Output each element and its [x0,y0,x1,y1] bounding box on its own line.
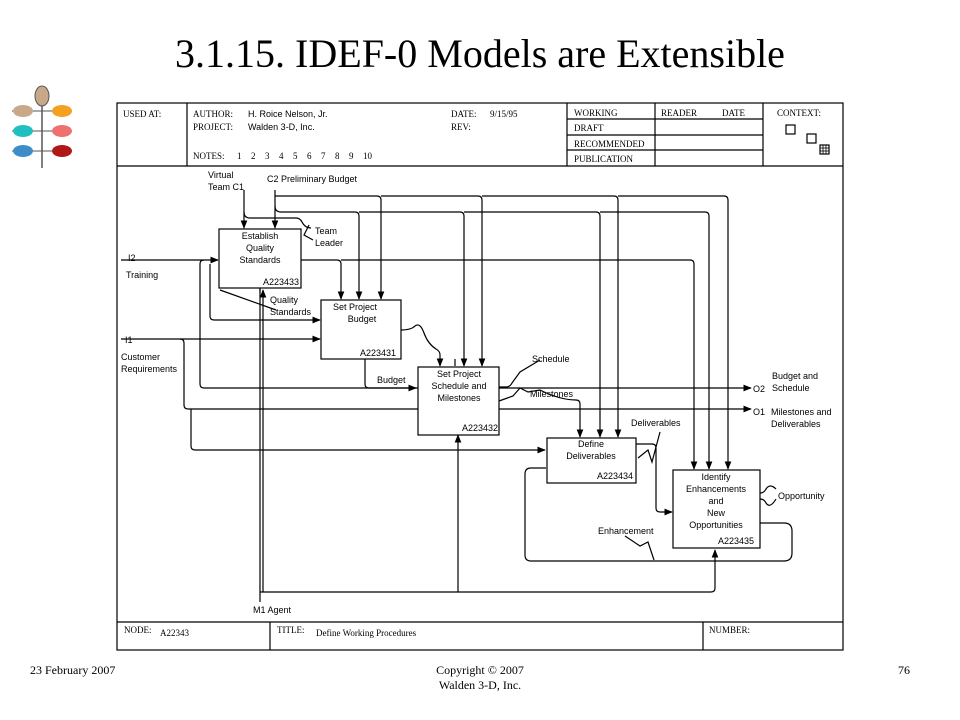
notes-numbers: 1 2 3 4 5 6 7 8 9 10 [237,151,373,161]
notes-label: NOTES: [193,151,225,161]
box-number: A223432 [462,423,498,433]
node-label: NODE: [124,625,152,635]
svg-text:4: 4 [279,151,284,161]
box-number: A223433 [263,277,299,287]
activity-box-set-budget: Set Project Budget A223431 [320,299,402,360]
number-label: NUMBER: [709,625,750,635]
label-deliverables: Deliverables [631,418,681,428]
svg-text:Deliverables: Deliverables [771,419,821,429]
label-schedule: Schedule [532,354,570,364]
svg-text:10: 10 [363,151,373,161]
box-number: A223435 [718,536,754,546]
title-label: TITLE: [277,625,305,635]
svg-text:Standards: Standards [270,307,312,317]
label-customer-requirements: Customer [121,352,160,362]
label-virtual-team: Virtual [208,170,233,180]
svg-text:Set Project: Set Project [437,369,482,379]
status-publication: PUBLICATION [574,154,634,164]
diagram-arrows [121,190,793,602]
svg-text:Establish: Establish [242,231,279,241]
author-label: AUTHOR: [193,109,233,119]
svg-text:1: 1 [237,151,242,161]
footer-date: 23 February 2007 [30,663,116,677]
label-i2: I2 [128,253,136,263]
label-o2: O2 [753,384,765,394]
svg-text:Set Project: Set Project [333,302,378,312]
copyright-line-2: Walden 3-D, Inc. [438,678,522,692]
activity-box-identify-opportunities: Identify Enhancements and New Opportunit… [672,469,761,549]
box-number: A223431 [360,348,396,358]
box-number: A223434 [597,471,633,481]
footer-form: NODE: A22343 TITLE: Define Working Proce… [124,622,750,650]
label-training: Training [126,270,158,280]
svg-text:Identify: Identify [701,472,731,482]
label-o1: O1 [753,407,765,417]
label-budget-schedule: Budget and [772,371,818,381]
svg-text:7: 7 [321,151,326,161]
svg-text:Requirements: Requirements [121,364,178,374]
reader-date-label: DATE [722,108,745,118]
svg-text:Schedule and: Schedule and [431,381,486,391]
header-form: USED AT: AUTHOR: H. Roice Nelson, Jr. PR… [123,103,830,166]
svg-text:Budget: Budget [348,314,377,324]
context-label: CONTEXT: [777,108,821,118]
label-c2: C2 Preliminary Budget [267,174,358,184]
node-value: A22343 [160,628,189,638]
context-icon [785,124,830,155]
svg-text:Opportunities: Opportunities [689,520,743,530]
svg-text:Leader: Leader [315,238,343,248]
svg-text:8: 8 [335,151,340,161]
svg-text:3: 3 [265,151,270,161]
status-draft: DRAFT [574,123,604,133]
label-team-leader: Team [315,226,337,236]
label-enhancement: Enhancement [598,526,654,536]
label-i1: I1 [125,335,133,345]
slide-title: 3.1.15. IDEF-0 Models are Extensible [175,31,785,76]
svg-text:Milestones: Milestones [437,393,481,403]
label-budget: Budget [377,375,406,385]
date-value: 9/15/95 [490,109,518,119]
svg-text:Standards: Standards [239,255,281,265]
author-value: H. Roice Nelson, Jr. [248,109,328,119]
label-milestones-deliverables: Milestones and [771,407,832,417]
svg-text:Team C1: Team C1 [208,182,244,192]
svg-text:5: 5 [293,151,298,161]
page-number: 76 [898,663,910,677]
label-m1-agent: M1 Agent [253,605,292,615]
activity-box-define-deliverables: Define Deliverables A223434 [546,437,637,484]
project-value: Walden 3-D, Inc. [248,122,315,132]
status-recommended: RECOMMENDED [574,139,645,149]
svg-text:Schedule: Schedule [772,383,810,393]
reader-label: READER [661,108,697,118]
svg-text:and: and [708,496,723,506]
arrow-labels: Virtual Team C1 C2 Preliminary Budget Te… [121,170,832,615]
svg-text:Quality: Quality [246,243,275,253]
rev-label: REV: [451,122,471,132]
title-value: Define Working Procedures [316,628,417,638]
activity-box-set-schedule: Set Project Schedule and Milestones A223… [417,366,500,436]
status-working: WORKING [574,108,618,118]
used-at-label: USED AT: [123,109,161,119]
footer-copyright: Copyright © 2007 Walden 3-D, Inc. [380,663,580,693]
svg-text:2: 2 [251,151,256,161]
activity-box-establish-quality: Establish Quality Standards A223433 [218,228,302,289]
svg-text:Enhancements: Enhancements [686,484,747,494]
date-label: DATE: [451,109,477,119]
svg-text:9: 9 [349,151,354,161]
svg-text:Define: Define [578,439,604,449]
svg-text:Deliverables: Deliverables [566,451,616,461]
svg-text:New: New [707,508,726,518]
label-opportunity: Opportunity [778,491,825,501]
diagram-frame [116,102,844,651]
company-logo [12,85,72,168]
copyright-line-1: Copyright © 2007 [436,663,524,677]
project-label: PROJECT: [193,122,233,132]
label-quality-standards: Quality [270,295,299,305]
svg-text:6: 6 [307,151,312,161]
label-milestones: Milestones [530,389,574,399]
